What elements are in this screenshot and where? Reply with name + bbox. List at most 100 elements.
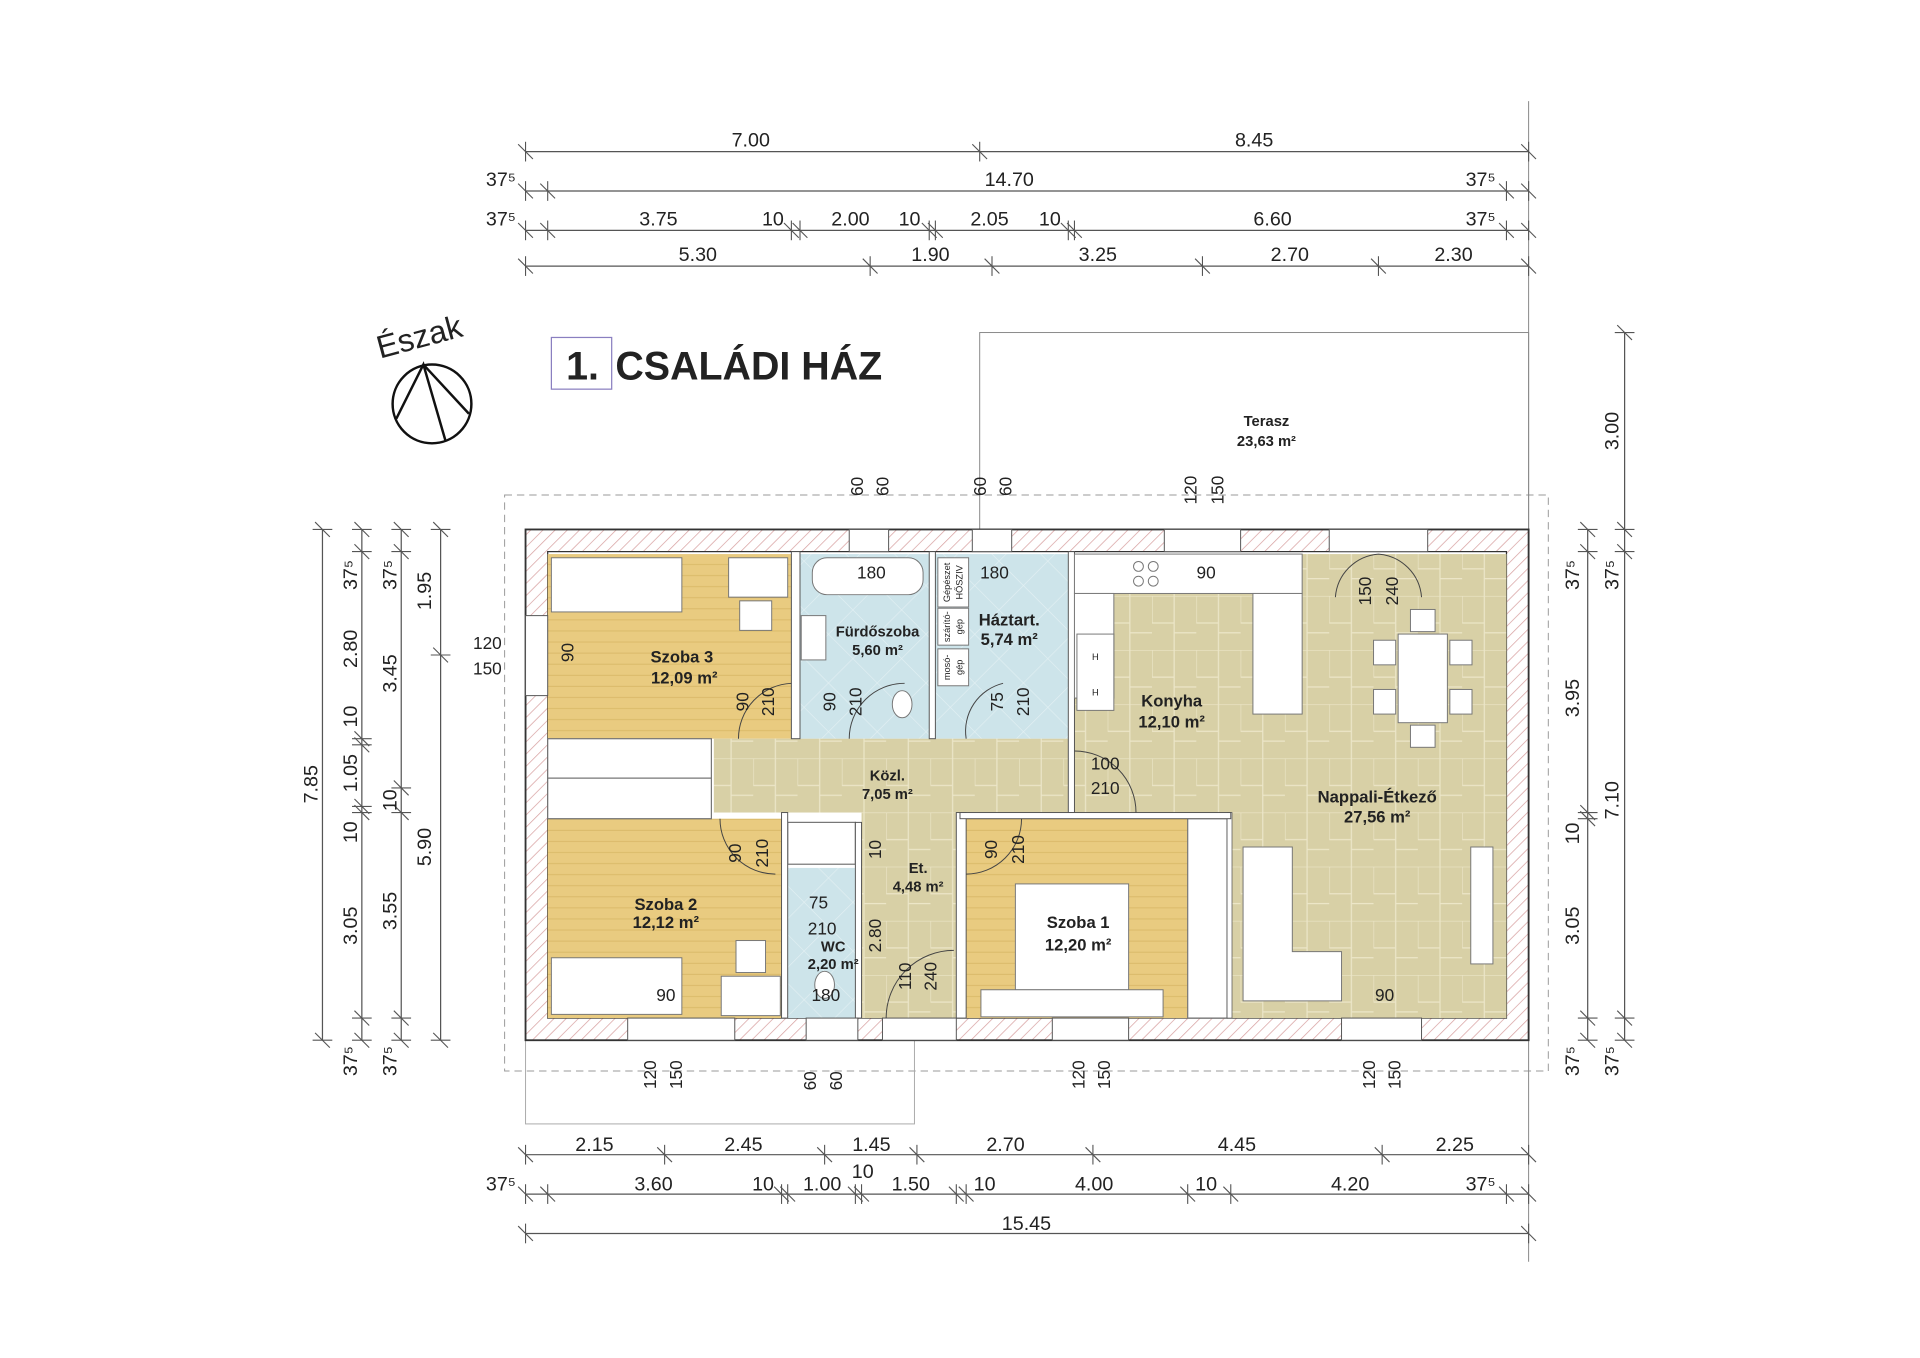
opening-label: 210 [1091,778,1120,798]
hob-label: H [1092,688,1099,698]
opening-label: 90 [732,692,752,711]
dimension-label: 4.45 [1218,1134,1256,1156]
dimension-label: 3.00 [1601,412,1623,450]
room-area: 12,09 m² [651,668,718,687]
wardrobe-szoba1 [1187,818,1228,1019]
opening-label: 210 [808,918,837,938]
opening-label: 90 [656,985,675,1005]
room-et-floor [861,812,957,1019]
kitchen-counter-top [1073,553,1303,594]
opening-label: 90 [981,840,1001,859]
opening-label: 90 [1375,985,1394,1005]
opening-label: 210 [846,687,866,716]
opening-label: 210 [1008,835,1028,864]
dimension-label: 14.70 [985,169,1034,191]
kitchen-island [1252,592,1303,715]
equipment-label: Gépészet [942,562,952,602]
dimension-label: 7.00 [732,130,770,152]
room-area: 23,63 m² [1237,434,1296,450]
dimension-row: 7.00 8.45 [517,130,1537,162]
opening-label: 150 [473,659,502,679]
dimension-label: 2.45 [724,1134,762,1156]
dimension-label: 8.45 [1235,130,1273,152]
opening-label: 90 [1197,563,1216,583]
sink-furdo [800,615,827,661]
compass-circle-icon [391,363,473,445]
opening-label: 100 [1091,753,1120,773]
opening-label: 2.80 [865,919,885,953]
dimension-label: 2.00 [831,208,869,230]
dimension-label: 37⁵ [1466,1173,1496,1195]
room-name: Fürdőszoba [836,625,920,641]
equipment-labels: Gépészet HŐSZIV szárító- gép mosó- gép H… [942,562,1099,697]
opening-label: 180 [980,563,1009,583]
chair [1449,639,1473,666]
opening-label: 90 [725,844,745,863]
dimension-label: 3.60 [634,1173,672,1195]
room-area: 27,56 m² [1344,807,1411,826]
wc-closet [787,821,856,865]
opening-label: 180 [857,563,886,583]
dimension-label: 2.70 [1271,244,1309,266]
terrace-outline [979,332,1530,530]
room-name: Szoba 2 [634,895,697,914]
dimension-label: 10 [852,1161,874,1183]
dimension-column: 7.85 [301,521,333,1049]
bed-szoba1 [1014,883,1130,991]
dimension-label: 3.75 [639,208,677,230]
dimension-label: 37⁵ [1601,1046,1623,1076]
opening-label: 210 [758,687,778,716]
dimension-label: 10 [1562,822,1584,844]
dimension-label: 37⁵ [486,169,516,191]
bathtub [811,557,924,596]
equipment-label: gép [954,660,964,675]
nightstands [980,989,1164,1018]
title-number-box [550,336,613,390]
windows [525,528,1429,1041]
dimension-label: 2.80 [340,630,362,668]
opening-label: 90 [820,692,840,711]
opening-label: 150 [666,1060,686,1089]
room-area: 12,10 m² [1138,713,1205,732]
dimension-label: 10 [340,821,362,843]
toilet-wc [814,970,835,999]
opening-label: 60 [847,477,867,496]
opening-label: 150 [1094,1060,1114,1089]
opening-label: 60 [800,1071,820,1090]
furniture [550,553,1494,1018]
north-arrow-icon [395,361,470,442]
opening-label: 120 [1068,1060,1088,1089]
dimension-label: 37⁵ [1562,560,1584,590]
dimension-label: 10 [752,1173,774,1195]
dimension-label: 1.45 [852,1134,890,1156]
dryer [937,607,970,646]
opening-label: 210 [1013,687,1033,716]
equipment-label: szárító- [942,611,952,642]
dimension-label: 3.45 [379,654,401,692]
room-name: WC [821,940,846,956]
opening-label: 60 [873,477,893,496]
dimension-label: 4.20 [1331,1173,1369,1195]
dimension-label: 10 [1195,1173,1217,1195]
room-name: Konyha [1141,692,1203,711]
dimension-label: 15.45 [1002,1213,1051,1235]
dimension-label: 3.95 [1562,679,1584,717]
dimension-label: 3.05 [1562,907,1584,945]
room-name: Közl. [870,769,905,785]
desk-szoba3 [728,557,789,598]
opening-label: 120 [473,633,502,653]
dimension-label: 2.05 [970,208,1008,230]
hob [1133,560,1144,572]
opening-label: 60 [996,477,1016,496]
roof-outline [504,494,1549,1072]
room-labels: Szoba 3 12,09 m² Fürdőszoba 5,60 m² Házt… [633,414,1437,973]
room-name: Háztart. [979,610,1040,629]
chair [1373,639,1397,666]
